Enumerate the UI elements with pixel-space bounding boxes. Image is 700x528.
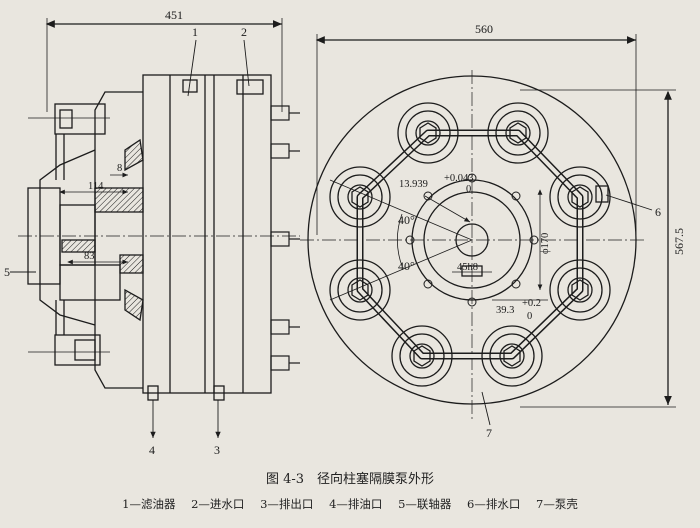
inlet-port-2 (236, 79, 264, 95)
figure-caption: 图 4-3 径向柱塞隔膜泵外形 (265, 472, 435, 487)
diaphragm-head (391, 325, 453, 387)
dim-39-3: 39.3 (496, 305, 514, 316)
diaphragm-head (549, 259, 611, 321)
diaphragm-head (329, 259, 391, 321)
filter-1 (54, 103, 106, 135)
dim-83: 83 (84, 251, 95, 262)
callout-3: 3 (214, 443, 220, 457)
legend-item: 6—排水口 (467, 497, 521, 511)
dim-114: 114 (88, 181, 104, 192)
pump-body (142, 74, 272, 394)
dim-451: 451 (165, 8, 183, 22)
diaphragm-head (397, 102, 459, 164)
legend-item: 1—滤油器 (122, 497, 176, 511)
tol-zero-b: 0 (527, 311, 532, 322)
callout-2: 2 (241, 25, 247, 39)
diaphragm-heads (329, 102, 611, 387)
legend-item: 3—排出口 (260, 497, 314, 511)
dim-567-5: 567.5 (672, 228, 686, 255)
dim-560: 560 (475, 22, 493, 36)
callout-4: 4 (149, 443, 155, 457)
dim-13-939: 13.939 (399, 179, 428, 190)
legend-item: 4—排油口 (329, 497, 383, 511)
bolt-holes (405, 173, 539, 307)
tol-plus-0-2: +0.2 (522, 298, 541, 309)
dim-45h8: 45h8 (457, 262, 478, 273)
parts-legend: 1—滤油器 2—进水口 3—排出口 4—排油口 5—联轴器 6—排水口 7—泵壳 (0, 496, 700, 512)
water-drain-6 (595, 185, 609, 203)
diaphragm-head (329, 166, 391, 228)
angle-40-b: 40° (398, 259, 415, 273)
dimension-labels: 451 560 567.5 114 8 83 13.939 +0.043 0 4… (84, 8, 686, 322)
diaphragm-head (481, 325, 543, 387)
callout-labels: 1 2 3 4 5 6 7 (4, 25, 661, 457)
diaphragm-head (549, 166, 611, 228)
legend-item: 7—泵壳 (536, 497, 578, 511)
oil-drain-4 (54, 334, 101, 366)
dim-phi170: ϕ170 (540, 233, 551, 254)
angle-40-a: 40° (398, 213, 415, 227)
dim-8: 8 (117, 163, 122, 174)
callout-6: 6 (655, 205, 661, 219)
front-view (300, 34, 676, 426)
tol-plus-0-043: +0.043 (444, 173, 474, 184)
callout-7: 7 (486, 426, 492, 440)
outlet-port-3 (213, 385, 225, 401)
callout-5: 5 (4, 265, 10, 279)
right-bolts (270, 105, 300, 371)
legend-item: 5—联轴器 (398, 497, 452, 511)
legend-item: 2—进水口 (191, 497, 245, 511)
diaphragm-head (487, 102, 549, 164)
end-cover (94, 91, 143, 389)
callout-1: 1 (192, 25, 198, 39)
tol-zero-a: 0 (466, 184, 471, 195)
side-view (10, 18, 300, 438)
